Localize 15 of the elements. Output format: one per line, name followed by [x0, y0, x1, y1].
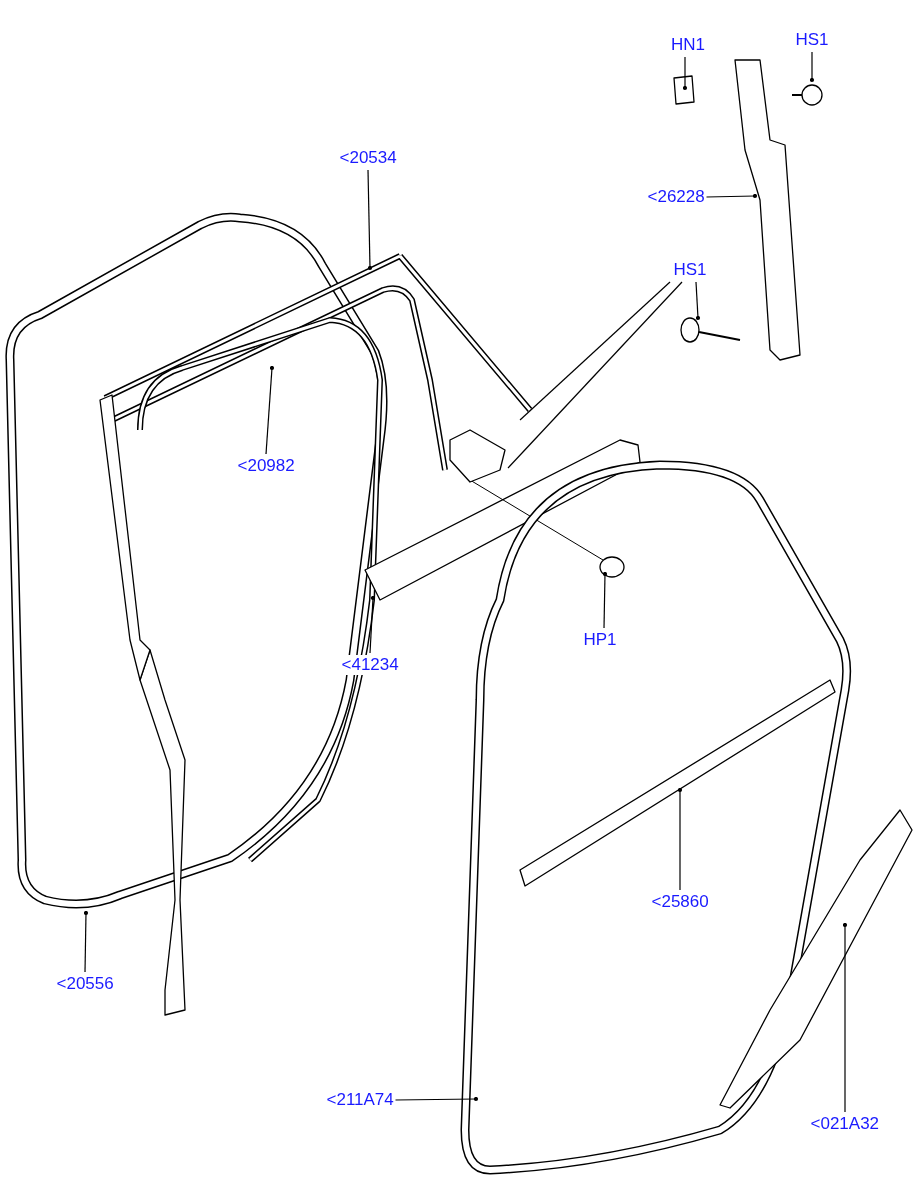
leader-line: [695, 281, 701, 321]
leader-line: [83, 910, 89, 973]
leader-line: [809, 51, 815, 83]
leader-line: [677, 787, 683, 891]
leader-line: [265, 365, 275, 455]
leader-line: [369, 595, 376, 654]
leader-line: [367, 169, 373, 271]
leader-line: [842, 922, 848, 1113]
leader-line: [682, 56, 688, 91]
callout-number: <41234: [341, 655, 399, 675]
leader-line: [519, 281, 671, 421]
leader-line: [602, 571, 608, 629]
leader-line: [394, 1096, 479, 1102]
leader-line: [705, 193, 758, 199]
leader-line: [507, 281, 683, 469]
